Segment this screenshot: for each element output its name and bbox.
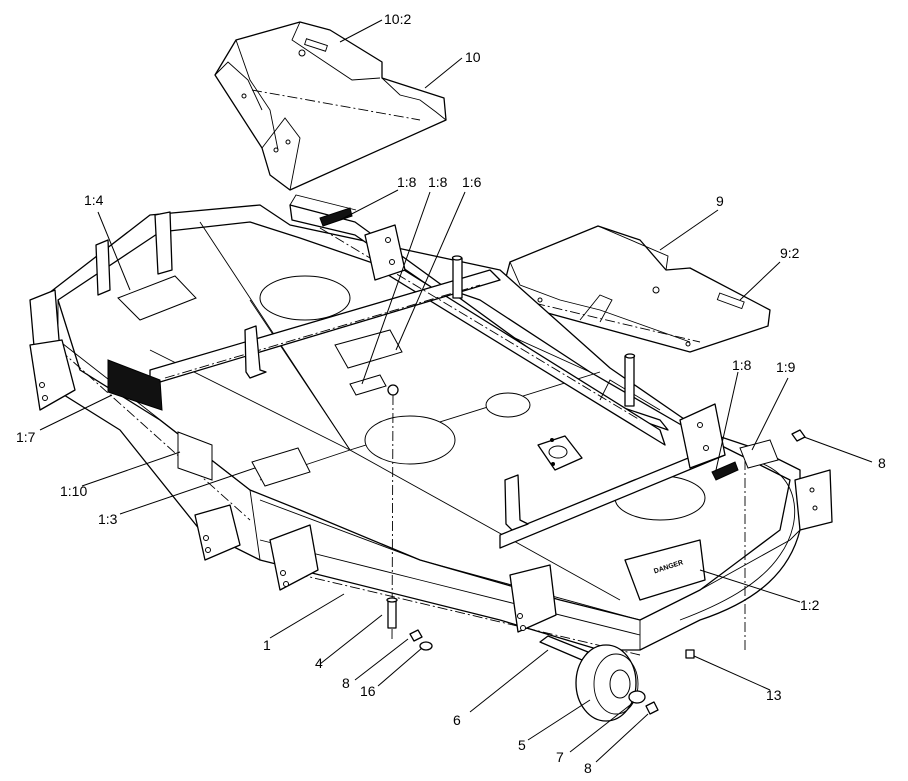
decal-1-3: [251, 447, 311, 487]
deck-decals: DANGER: [107, 207, 779, 601]
callout-labels: 10:2 10 1:8 1:8 1:6 1:4 9 9:2 1:8 1:9 8 …: [16, 11, 886, 776]
decal-1-9: [739, 439, 779, 469]
decal-1-7: [107, 359, 163, 411]
callout-1-10: 1:10: [60, 483, 87, 499]
callout-10-2: 10:2: [384, 11, 411, 27]
caster-wheel-assembly: [539, 635, 659, 722]
decal-1-6: [334, 329, 403, 369]
callout-1-8-rear: 1:8: [397, 174, 417, 190]
decal-1-4: [117, 275, 197, 321]
decal-1-8-center: [349, 374, 387, 396]
callout-4: 4: [315, 655, 323, 671]
decal-1-8-right: [711, 461, 739, 481]
callout-1-2: 1:2: [800, 597, 820, 613]
center-pin-hardware: [386, 384, 433, 651]
callout-7: 7: [556, 749, 564, 765]
danger-decal: [624, 539, 706, 601]
decal-1-10: [177, 431, 213, 481]
callout-5: 5: [518, 737, 526, 753]
leader-lines: [39, 19, 873, 763]
callout-13: 13: [766, 687, 782, 703]
deck-rails: [149, 194, 726, 549]
deflector-9: [499, 225, 771, 353]
callout-1-8-center: 1:8: [428, 174, 448, 190]
callout-16: 16: [360, 683, 376, 699]
decal-1-8-rear: [319, 207, 353, 227]
right-hardware: [685, 429, 806, 659]
callout-1-7: 1:7: [16, 429, 36, 445]
callout-1-9: 1:9: [776, 359, 796, 375]
callout-9: 9: [716, 193, 724, 209]
callout-8-bottom-left: 8: [342, 675, 350, 691]
callout-8-right: 8: [878, 455, 886, 471]
callout-6: 6: [453, 712, 461, 728]
callout-8-bottom: 8: [584, 760, 592, 776]
deck-brackets: [29, 211, 833, 633]
callout-1-6: 1:6: [462, 174, 482, 190]
callout-1-3: 1:3: [98, 511, 118, 527]
callout-9-2: 9:2: [780, 245, 800, 261]
callout-1-4: 1:4: [84, 192, 104, 208]
deflector-cover-10: [214, 21, 447, 191]
callout-1-8-right: 1:8: [732, 357, 752, 373]
callout-10: 10: [465, 49, 481, 65]
callout-1: 1: [263, 637, 271, 653]
